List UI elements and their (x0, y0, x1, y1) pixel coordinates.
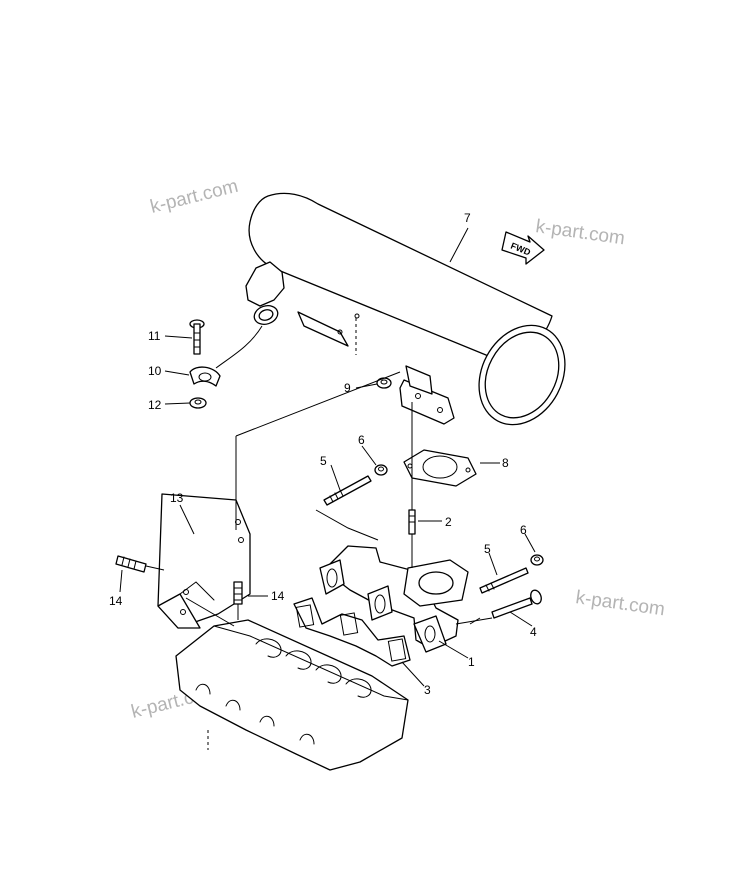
callout-13: 13 (170, 491, 184, 505)
nut-9 (376, 377, 392, 389)
callout-10: 10 (148, 364, 162, 378)
callout-5-upper: 5 (320, 454, 327, 468)
callout-6-lower: 6 (520, 523, 527, 537)
gasket-3 (293, 597, 411, 667)
bolt-14-center (233, 581, 243, 605)
callout-6-upper: 6 (358, 433, 365, 447)
watermark-3: k-part.com (574, 587, 666, 620)
callout-2: 2 (445, 515, 452, 529)
callout-8: 8 (502, 456, 509, 470)
muffler (245, 192, 566, 426)
callout-12: 12 (148, 398, 162, 412)
bracket-13 (157, 493, 251, 629)
callout-9: 9 (344, 381, 351, 395)
callout-7: 7 (464, 211, 471, 225)
watermark-1: k-part.com (148, 176, 240, 218)
stud-2 (408, 509, 416, 535)
callout-1: 1 (468, 655, 475, 669)
fwd-arrow-icon: FWD (501, 231, 545, 265)
nut-6-upper (374, 464, 388, 476)
callout-11: 11 (148, 329, 161, 343)
watermark-2: k-part.com (534, 216, 626, 249)
stud-5-lower (479, 567, 529, 594)
nut-6-lower (530, 554, 544, 566)
cylinder-head (175, 619, 409, 771)
callout-5-lower: 5 (484, 542, 491, 556)
callout-14-left: 14 (109, 594, 123, 608)
callout-4: 4 (530, 625, 537, 639)
bolt-11 (189, 319, 205, 355)
callout-3: 3 (424, 683, 431, 697)
clamp-10 (189, 366, 221, 387)
exhaust-manifold (319, 545, 469, 653)
gasket-8 (403, 449, 477, 487)
bolt-4 (491, 589, 542, 619)
callout-14-center: 14 (271, 589, 285, 603)
bolt-14-left (115, 555, 147, 573)
nut-12 (189, 397, 207, 409)
stud-5-upper (323, 475, 372, 506)
